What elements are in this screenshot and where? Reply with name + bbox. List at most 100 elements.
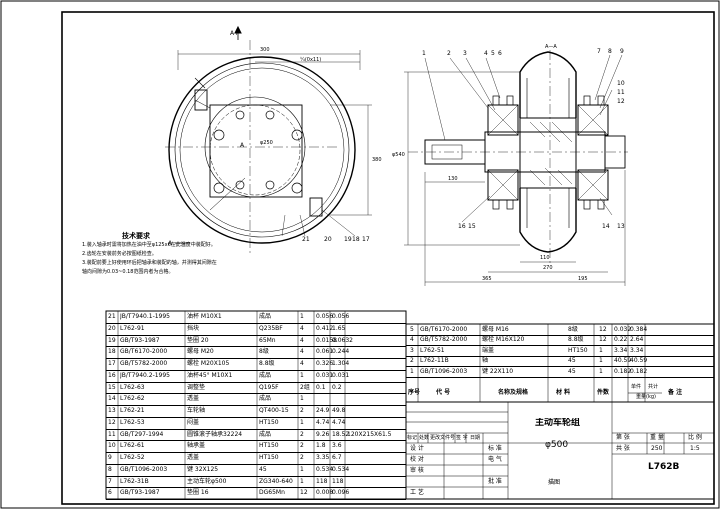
header-total: 共计 xyxy=(648,384,659,390)
cell-qty: 2组 xyxy=(300,383,310,391)
cell-qty: 1 xyxy=(300,418,304,426)
cell-code: L762-62 xyxy=(120,395,145,403)
cell-name: 垫圈 16 xyxy=(187,489,209,497)
cell-w2: 2.64 xyxy=(630,336,644,343)
label-electric: 电 气 xyxy=(488,456,502,463)
cell-code: JB/T7940.1-1995 xyxy=(120,313,171,320)
cell-w2: 118 xyxy=(332,477,344,485)
cell-no: 1 xyxy=(410,367,414,375)
cell-w1: 3.35 xyxy=(316,454,330,461)
row-divider xyxy=(106,416,406,418)
cell-code: L762-53 xyxy=(120,418,145,426)
cell-mat: HT150 xyxy=(568,346,588,354)
cell-name: 油杯 M10X1 xyxy=(187,313,222,320)
dim-phi540: φ540 xyxy=(392,152,405,158)
balloon-7: 7 xyxy=(597,48,601,55)
cell-w1: 0.326 xyxy=(316,360,334,367)
cell-qty: 2 xyxy=(300,442,304,450)
note-line-3: 3.装配前要上好使用环后把轴承和装配的轴，并测得其间隙在 xyxy=(82,260,217,266)
cell-no: 21 xyxy=(108,313,116,320)
cell-w1: 0.0158 xyxy=(316,336,337,344)
balloon-8: 8 xyxy=(608,48,612,55)
sheet-count-label: 共 张 xyxy=(616,445,630,452)
cell-mat: 8级 xyxy=(259,348,269,356)
cell-mat: 成品 xyxy=(259,430,272,438)
cell-qty: 1 xyxy=(300,395,304,403)
technical-notes: 技术要求 1.装入轴承时需将加热在油中至φ125x6在此温度中装配好。 2.齿轮… xyxy=(82,232,312,277)
cell-w2: 0.031 xyxy=(332,371,350,379)
cell-qty: 4 xyxy=(300,360,304,367)
row-divider xyxy=(106,334,406,336)
cell-qty: 4 xyxy=(300,336,304,344)
note-line-1: 1.装入轴承时需将加热在油中至φ125x6在此温度中装配好。 xyxy=(82,242,216,248)
sign-mark: 标记 xyxy=(407,435,418,441)
label-standard: 标 准 xyxy=(488,445,502,452)
cell-code: GB/T93-1987 xyxy=(120,489,160,497)
cell-name: 螺母 M16 xyxy=(482,325,509,333)
sign-doc: 更改文件号 xyxy=(430,435,456,441)
balloon-6: 6 xyxy=(498,50,502,57)
dim-380: 380 xyxy=(372,157,382,163)
mark-a1: A xyxy=(240,142,245,149)
balloon-18: 18 xyxy=(352,236,360,243)
cell-mat: 成品 xyxy=(259,395,272,403)
drawing-subtitle: φ500 xyxy=(545,440,569,450)
cell-mat: 65Mn xyxy=(259,336,276,344)
balloon-11: 11 xyxy=(617,89,625,96)
cell-no: 16 xyxy=(108,371,116,379)
cell-mat: DG65Mn xyxy=(259,489,285,497)
row-divider xyxy=(106,393,406,395)
cell-code: JB/T7940.2-1995 xyxy=(120,371,171,379)
header-weight: 重量(kg) xyxy=(636,394,656,400)
row-divider xyxy=(406,366,714,367)
mark-a2: A xyxy=(168,240,173,247)
cell-name: 挡块 xyxy=(187,324,200,332)
balloon-13: 13 xyxy=(617,223,625,230)
dim-half: ¼(0x11) xyxy=(300,57,322,63)
balloon-12: 12 xyxy=(617,98,625,105)
row-divider xyxy=(106,322,406,324)
cell-name: 螺栓 M20X105 xyxy=(187,360,230,367)
sign-date: 日期 xyxy=(470,435,481,441)
cell-no: 17 xyxy=(108,360,116,367)
balloon-10: 10 xyxy=(617,80,625,87)
cell-mat: ZG340-640 xyxy=(259,477,293,485)
cell-w2: 1.65 xyxy=(332,324,346,332)
cell-name: 透盖 xyxy=(187,395,200,403)
cell-w2: 0.2 xyxy=(332,383,342,391)
cell-qty: 12 xyxy=(300,489,308,497)
cell-mat: 8.8级 xyxy=(259,360,275,367)
balloon-2: 2 xyxy=(447,50,451,57)
header-no: 序号 xyxy=(408,389,421,396)
cell-code: GB/T1096-2003 xyxy=(120,465,168,473)
cell-w2: 3.6 xyxy=(332,442,342,450)
balloon-1: 1 xyxy=(422,50,426,57)
cell-w1: 0.534 xyxy=(316,465,334,473)
wheel-front-view xyxy=(165,25,372,255)
cell-mat: Q195F xyxy=(259,383,279,391)
cell-w1: 0.1 xyxy=(316,383,326,391)
label-design: 设 计 xyxy=(410,445,424,452)
cell-w2: 0.0632 xyxy=(332,336,353,344)
row-divider xyxy=(106,346,406,348)
cell-qty: 2 xyxy=(300,430,304,438)
notes-title: 技术要求 xyxy=(122,232,150,240)
cell-w1: 4.74 xyxy=(316,418,330,426)
cell-code: L762-52 xyxy=(120,454,145,461)
cell-no: 14 xyxy=(108,395,116,403)
cell-w2: 49.8 xyxy=(332,407,346,414)
balloon-14: 14 xyxy=(602,223,610,230)
drawing-title: 主动车轮组 xyxy=(535,418,581,428)
dim-phi250: φ250 xyxy=(260,140,273,146)
cell-w1: 3.34 xyxy=(614,346,628,354)
cell-w1: 0.031 xyxy=(316,371,334,379)
balloon-21: 21 xyxy=(302,236,310,243)
cell-name: 垫圈 20 xyxy=(187,336,209,344)
cell-name: 透盖 xyxy=(187,454,200,461)
cell-w2: 0.384 xyxy=(630,325,648,333)
scale-label: 比 例 xyxy=(688,434,702,441)
row-divider xyxy=(106,487,406,489)
header-qty: 件数 xyxy=(597,389,610,396)
cell-no: 8 xyxy=(108,465,112,473)
cell-name: 键 22X110 xyxy=(482,367,514,375)
